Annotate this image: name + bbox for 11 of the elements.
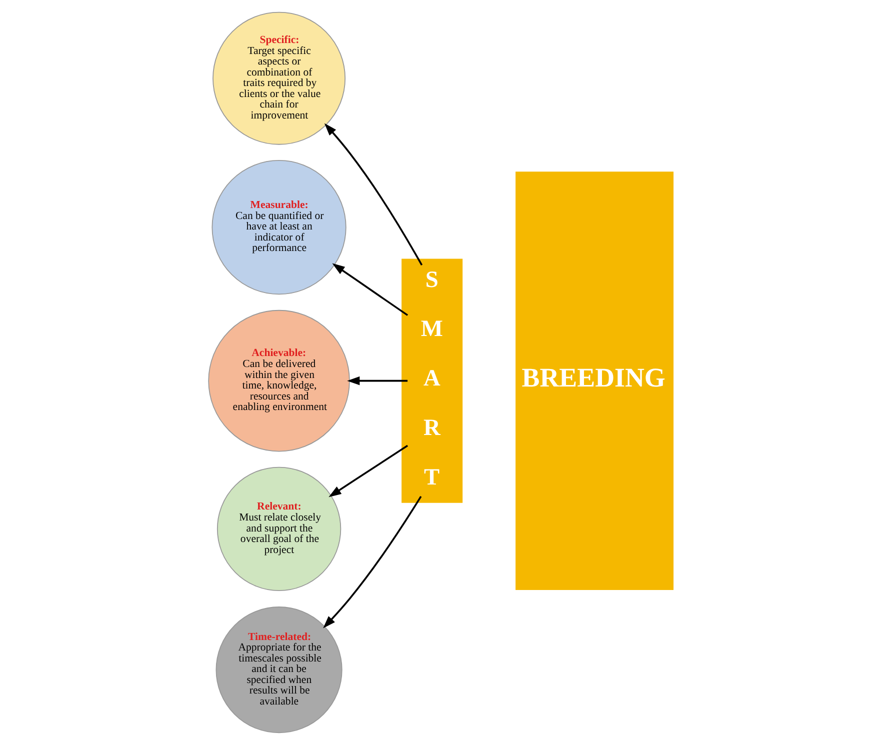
node-circle: Achievable: Can be delivered within the given time, knowledge, resources and enabling environment <box>208 310 350 452</box>
arrow <box>347 376 408 386</box>
cluster <box>400 256 464 505</box>
node-text: S <box>425 266 438 293</box>
node-circle: Specific: Target specific aspects or combination of traits required by clients or the value chain for improvement <box>212 12 346 145</box>
node-circle: Time-related: Appropriate for the timescales possible and it can be specified when results will be available <box>216 606 342 734</box>
node-text: M <box>420 316 443 342</box>
node-text: R <box>424 414 440 441</box>
node-text: T <box>424 464 440 490</box>
node-text: A <box>424 366 440 392</box>
node-box: BREEDING <box>514 170 676 592</box>
